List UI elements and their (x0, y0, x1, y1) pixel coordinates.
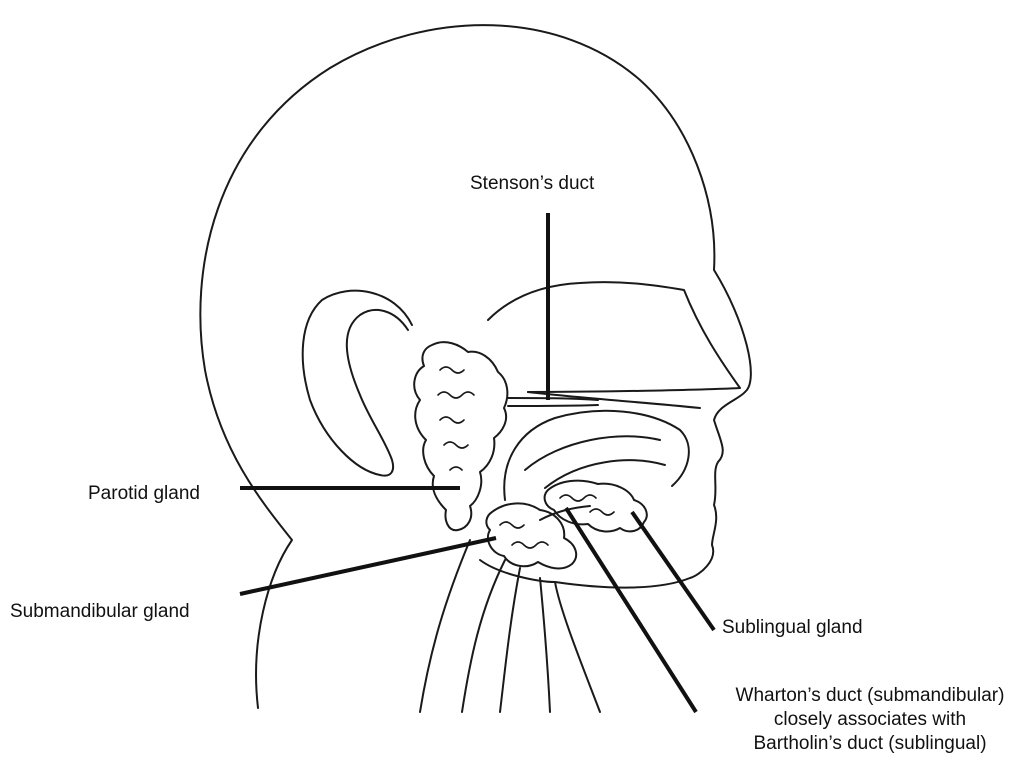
whartons-leader-line (566, 508, 696, 712)
whartons-duct-label: Wharton’s duct (submandibular) closely a… (715, 684, 1025, 756)
ear-outline (303, 291, 412, 476)
stensons-duct-lower (508, 405, 598, 406)
whartons-duct-label-line-1: Wharton’s duct (submandibular) (715, 684, 1025, 708)
neck-structure-1 (420, 540, 470, 712)
stensons-duct-label: Stenson’s duct (470, 172, 594, 196)
whartons-duct-label-line-3: Bartholin’s duct (sublingual) (715, 732, 1025, 756)
neck-front-outline (555, 582, 600, 712)
submandibular-gland-label: Submandibular gland (10, 600, 190, 624)
stensons-duct (508, 398, 598, 400)
whartons-duct-label-line-2: closely associates with (715, 708, 1025, 732)
neck-structure-3 (500, 568, 520, 712)
nasal-cavity-outline (488, 282, 740, 392)
parotid-gland-label: Parotid gland (88, 482, 200, 506)
sublingual-gland-label: Sublingual gland (722, 616, 863, 640)
parotid-gland (414, 342, 507, 530)
neck-structure-2 (462, 560, 505, 712)
neck-structure-4 (540, 578, 550, 712)
